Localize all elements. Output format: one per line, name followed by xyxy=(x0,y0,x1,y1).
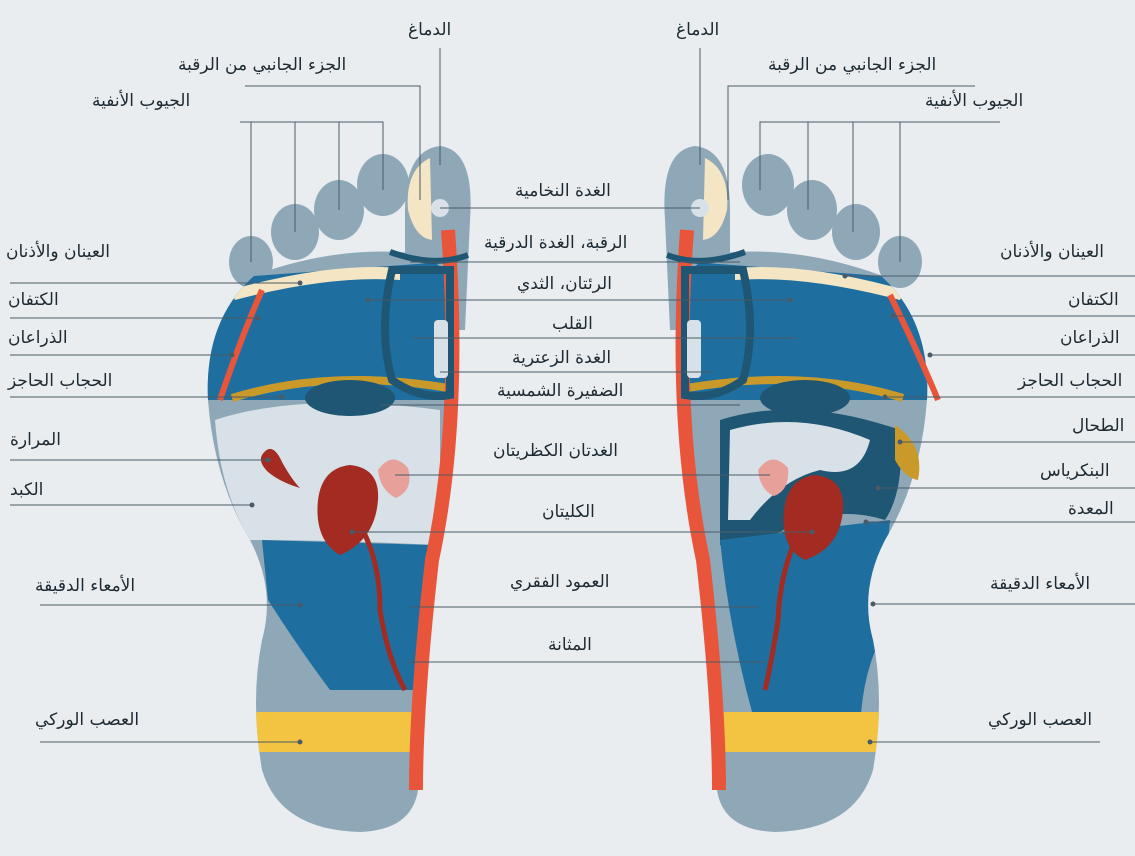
right-label-spleen: الطحال xyxy=(1072,418,1124,435)
leader-dot xyxy=(298,740,303,745)
right-label-shoulders: الكتفان xyxy=(1068,292,1119,309)
left-label-shoulders: الكتفان xyxy=(8,292,59,309)
left-label-sciatic: العصب الوركي xyxy=(35,712,139,729)
right-second-toe xyxy=(742,154,794,216)
left-thymus xyxy=(434,320,448,378)
right-foot xyxy=(660,146,938,832)
leader-dot xyxy=(871,602,876,607)
left-label-gallbladder: المرارة xyxy=(10,432,61,449)
leader-dot xyxy=(868,740,873,745)
label-pituitary: الغدة النخامية xyxy=(515,183,611,200)
leader-dot xyxy=(230,353,235,358)
right-label-brain: الدماغ xyxy=(676,22,719,39)
leader-dot xyxy=(928,353,933,358)
left-label-diaphragm: الحجاب الحاجز xyxy=(8,373,112,390)
leader-dot xyxy=(298,603,303,608)
right-sciatic-band xyxy=(660,712,900,752)
right-label-arms: الذراعان xyxy=(1060,330,1120,347)
left-label-sinuses: الجيوب الأنفية xyxy=(92,93,190,110)
right-label-neck-side: الجزء الجانبي من الرقبة xyxy=(768,57,936,74)
left-label-liver: الكبد xyxy=(10,482,43,499)
label-thymus: الغدة الزعترية xyxy=(512,350,611,367)
leader-dot xyxy=(843,274,848,279)
right-third-toe xyxy=(787,180,837,240)
right-label-stomach: المعدة xyxy=(1068,501,1114,518)
leader-dot xyxy=(266,458,271,463)
leader-dot xyxy=(883,395,888,400)
leader-dot xyxy=(788,298,793,303)
right-label-pancreas: البنكرياس xyxy=(1040,463,1110,480)
label-kidneys: الكليتان xyxy=(542,504,595,521)
leader-dot xyxy=(256,316,261,321)
leader-dot xyxy=(864,520,869,525)
leader-dot xyxy=(298,281,303,286)
left-solar-plexus xyxy=(305,380,395,416)
leader-dot xyxy=(350,530,355,535)
label-lungs-chest: الرئتان، الثدي xyxy=(517,276,612,293)
label-heart: القلب xyxy=(552,316,593,333)
leader-dot xyxy=(280,395,285,400)
right-label-sciatic: العصب الوركي xyxy=(988,712,1092,729)
label-spine: العمود الفقري xyxy=(510,574,609,591)
right-thymus xyxy=(687,320,701,378)
left-foot xyxy=(200,146,480,832)
leader-dot xyxy=(898,440,903,445)
leader-dot xyxy=(876,486,881,491)
label-neck-thyroid: الرقبة، الغدة الدرقية xyxy=(484,235,627,252)
leader-dot xyxy=(891,314,896,319)
left-label-small-intestine: الأمعاء الدقيقة xyxy=(35,578,135,595)
left-label-arms: الذراعان xyxy=(8,330,68,347)
left-label-eyes-ears: العينان والأذنان xyxy=(6,244,110,261)
label-solar-plexus: الضفيرة الشمسية xyxy=(497,383,623,400)
leader-dot xyxy=(366,298,371,303)
right-label-diaphragm: الحجاب الحاجز xyxy=(1018,373,1122,390)
left-label-neck-side: الجزء الجانبي من الرقبة xyxy=(178,57,346,74)
right-solar-plexus xyxy=(760,380,850,416)
left-label-brain: الدماغ xyxy=(408,22,451,39)
label-bladder: المثانة xyxy=(548,637,592,654)
label-adrenals: الغدتان الكظريتان xyxy=(493,443,618,460)
right-label-eyes-ears: العينان والأذنان xyxy=(1000,244,1104,261)
leader-dot xyxy=(250,503,255,508)
left-sciatic-band xyxy=(240,712,480,752)
right-fourth-toe xyxy=(832,204,880,260)
right-label-small-intestine: الأمعاء الدقيقة xyxy=(990,576,1090,593)
right-label-sinuses: الجيوب الأنفية xyxy=(925,93,1023,110)
leader-dot xyxy=(810,530,815,535)
